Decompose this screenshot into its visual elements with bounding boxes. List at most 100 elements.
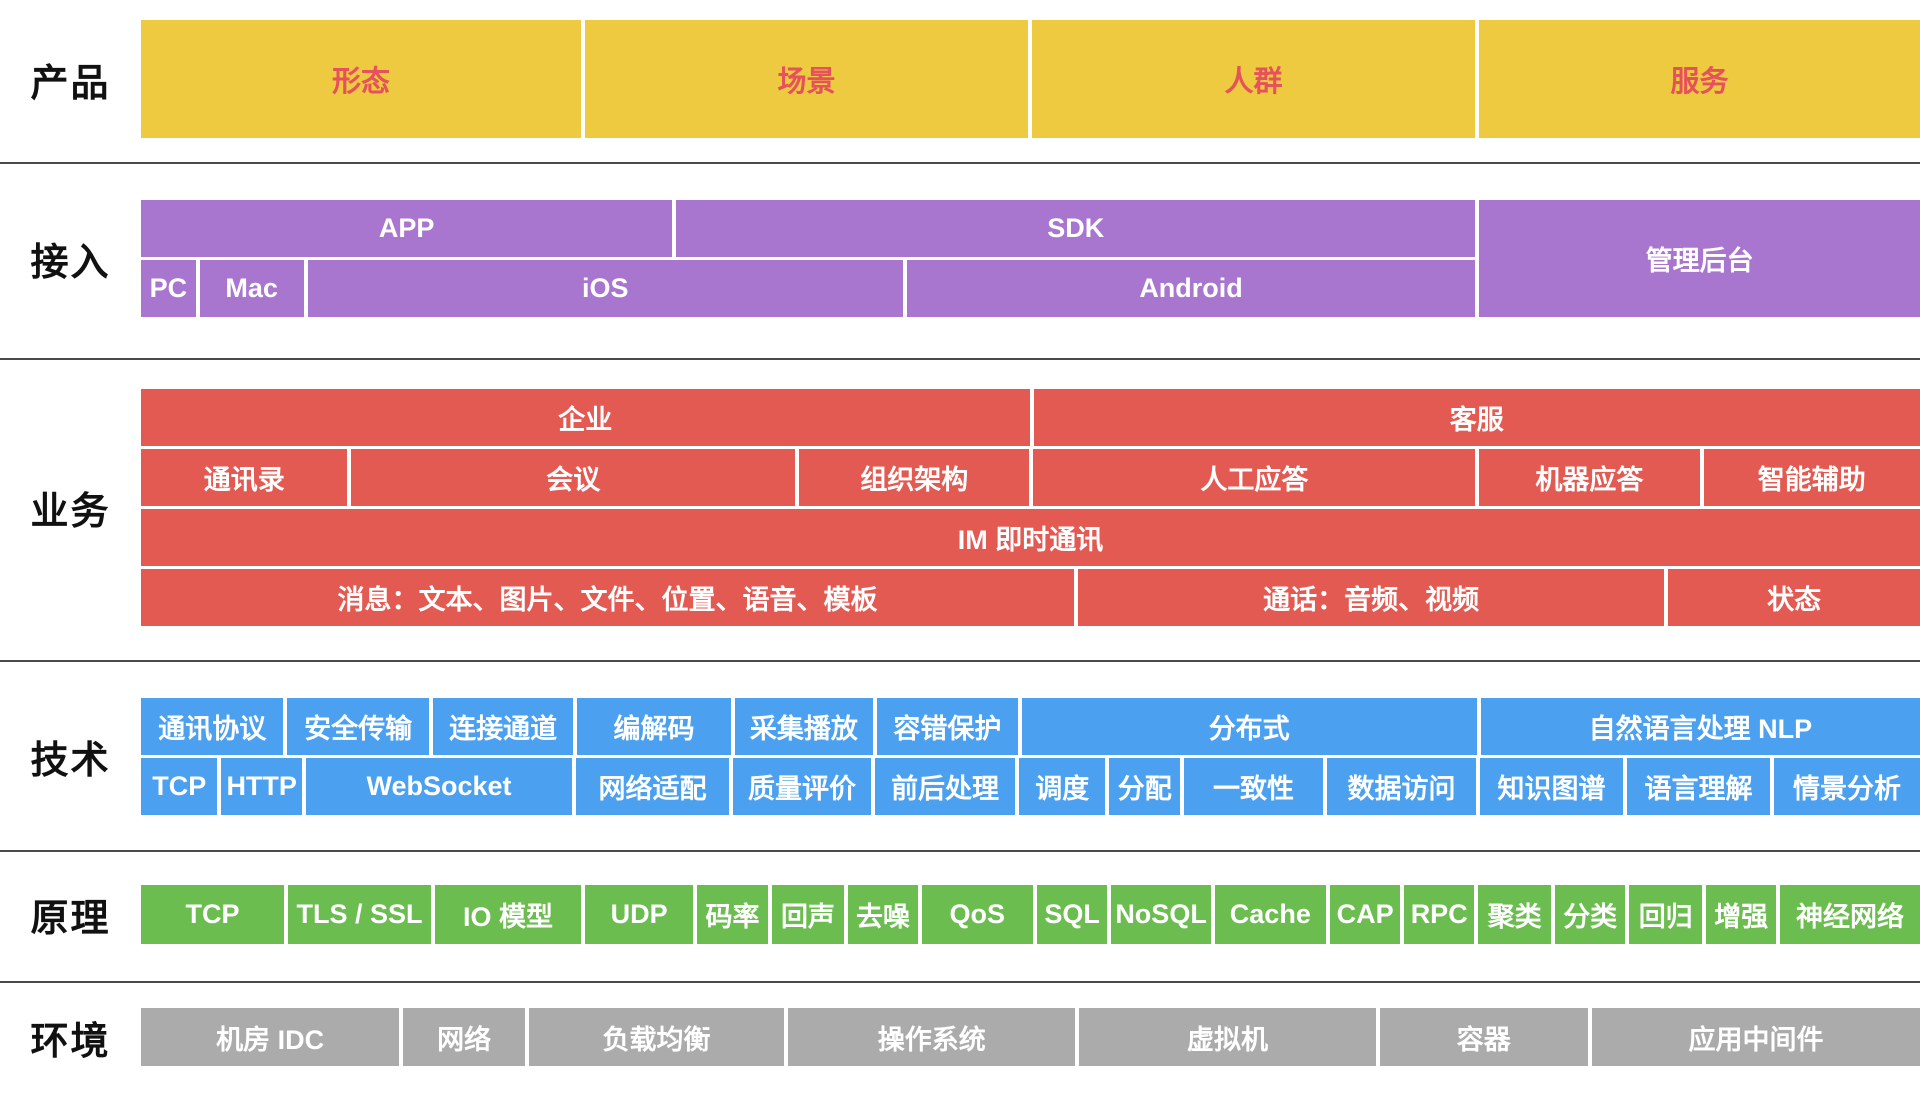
section-divider xyxy=(0,358,1920,360)
section-content: 形态场景人群服务 xyxy=(141,20,1920,138)
grid-cell: 编解码 xyxy=(577,698,731,755)
section-label: 原理 xyxy=(30,898,111,940)
grid-cell: 分配 xyxy=(1109,758,1180,815)
cell-row: IM 即时通讯 xyxy=(141,509,1920,566)
grid-cell: 通讯协议 xyxy=(141,698,284,755)
grid-cell: 分布式 xyxy=(1021,698,1477,755)
grid-cell: SDK xyxy=(676,200,1476,257)
grid-cell: 容错保护 xyxy=(877,698,1018,755)
grid-cell: 虚拟机 xyxy=(1079,1008,1376,1066)
grid-cell: WebSocket xyxy=(305,758,573,815)
grid-cell: 知识图谱 xyxy=(1480,758,1624,815)
grid-cell: 企业 xyxy=(141,389,1030,446)
grid-cell: PC xyxy=(141,260,196,317)
section-label: 环境 xyxy=(30,1020,111,1063)
grid-cell: 连接通道 xyxy=(432,698,574,755)
grid-cell: 组织架构 xyxy=(799,449,1030,506)
grid-cell: 服务 xyxy=(1478,20,1920,138)
grid-cell: RPC xyxy=(1404,885,1474,944)
grid-cell: SQL xyxy=(1036,885,1108,944)
section-divider xyxy=(0,660,1920,662)
grid-cell: 增强 xyxy=(1706,885,1776,944)
cell-row: 形态场景人群服务 xyxy=(141,20,1920,138)
grid-cell: IM 即时通讯 xyxy=(141,509,1920,566)
grid-cell: TCP xyxy=(141,885,284,944)
grid-cell: 通讯录 xyxy=(141,449,348,506)
grid-cell: 智能辅助 xyxy=(1703,449,1920,506)
grid-cell: 负载均衡 xyxy=(528,1008,785,1066)
section-label: 业务 xyxy=(30,491,111,533)
grid-cell: 自然语言处理 NLP xyxy=(1480,698,1920,755)
grid-cell: UDP xyxy=(584,885,694,944)
grid-cell: 回归 xyxy=(1628,885,1703,944)
grid-cell: 网络适配 xyxy=(576,758,729,815)
grid-cell: 容器 xyxy=(1379,1008,1588,1066)
grid-cell: 数据访问 xyxy=(1327,758,1476,815)
grid-cell: 去噪 xyxy=(848,885,918,944)
grid-cell: QoS xyxy=(921,885,1033,944)
grid-cell: 安全传输 xyxy=(287,698,429,755)
section-label: 产品 xyxy=(30,62,111,105)
grid-cell: 人群 xyxy=(1032,20,1475,138)
grid-cell: TCP xyxy=(141,758,218,815)
cell-row: 消息：文本、图片、文件、位置、语音、模板通话：音频、视频状态 xyxy=(141,569,1920,626)
grid-cell: 回声 xyxy=(771,885,845,944)
grid-cell: 神经网络 xyxy=(1779,885,1920,944)
grid-cell: 聚类 xyxy=(1477,885,1552,944)
grid-cell: 机房 IDC xyxy=(141,1008,400,1066)
grid-cell: 调度 xyxy=(1019,758,1106,815)
grid-cell: 形态 xyxy=(141,20,582,138)
section-label: 技术 xyxy=(30,740,111,782)
cell-row: 通讯协议安全传输连接通道编解码采集播放容错保护分布式自然语言处理 NLP xyxy=(141,698,1920,755)
grid-cell: HTTP xyxy=(221,758,302,815)
grid-cell: 码率 xyxy=(697,885,768,944)
grid-cell: iOS xyxy=(307,260,903,317)
grid-cell: 管理后台 xyxy=(1479,200,1920,317)
grid-cell: 场景 xyxy=(585,20,1028,138)
grid-cell: 会议 xyxy=(351,449,796,506)
cell-row: 企业客服 xyxy=(141,389,1920,446)
grid-cell: 情景分析 xyxy=(1774,758,1920,815)
grid-cell: Mac xyxy=(199,260,304,317)
grid-cell: TLS / SSL xyxy=(288,885,431,944)
cell-row: 通讯录会议组织架构人工应答机器应答智能辅助 xyxy=(141,449,1920,506)
section-label: 接入 xyxy=(30,242,111,284)
grid-cell: 应用中间件 xyxy=(1591,1008,1920,1066)
section-divider xyxy=(0,162,1920,164)
grid-cell: Android xyxy=(906,260,1476,317)
grid-cell: 客服 xyxy=(1033,389,1920,446)
grid-cell: CAP xyxy=(1329,885,1401,944)
section-divider xyxy=(0,981,1920,983)
grid-cell: APP xyxy=(141,200,673,257)
grid-cell: 人工应答 xyxy=(1033,449,1476,506)
grid-cell: 语言理解 xyxy=(1627,758,1771,815)
grid-cell: 操作系统 xyxy=(788,1008,1076,1066)
grid-cell: 消息：文本、图片、文件、位置、语音、模板 xyxy=(141,569,1074,626)
grid-cell: 质量评价 xyxy=(733,758,872,815)
section-product: 产品形态场景人群服务 xyxy=(0,20,1920,138)
section-divider xyxy=(0,850,1920,852)
grid-cell: Cache xyxy=(1214,885,1326,944)
grid-cell: 分类 xyxy=(1555,885,1625,944)
grid-cell: 通话：音频、视频 xyxy=(1077,569,1665,626)
grid-cell: 机器应答 xyxy=(1479,449,1700,506)
grid-cell: 前后处理 xyxy=(875,758,1016,815)
